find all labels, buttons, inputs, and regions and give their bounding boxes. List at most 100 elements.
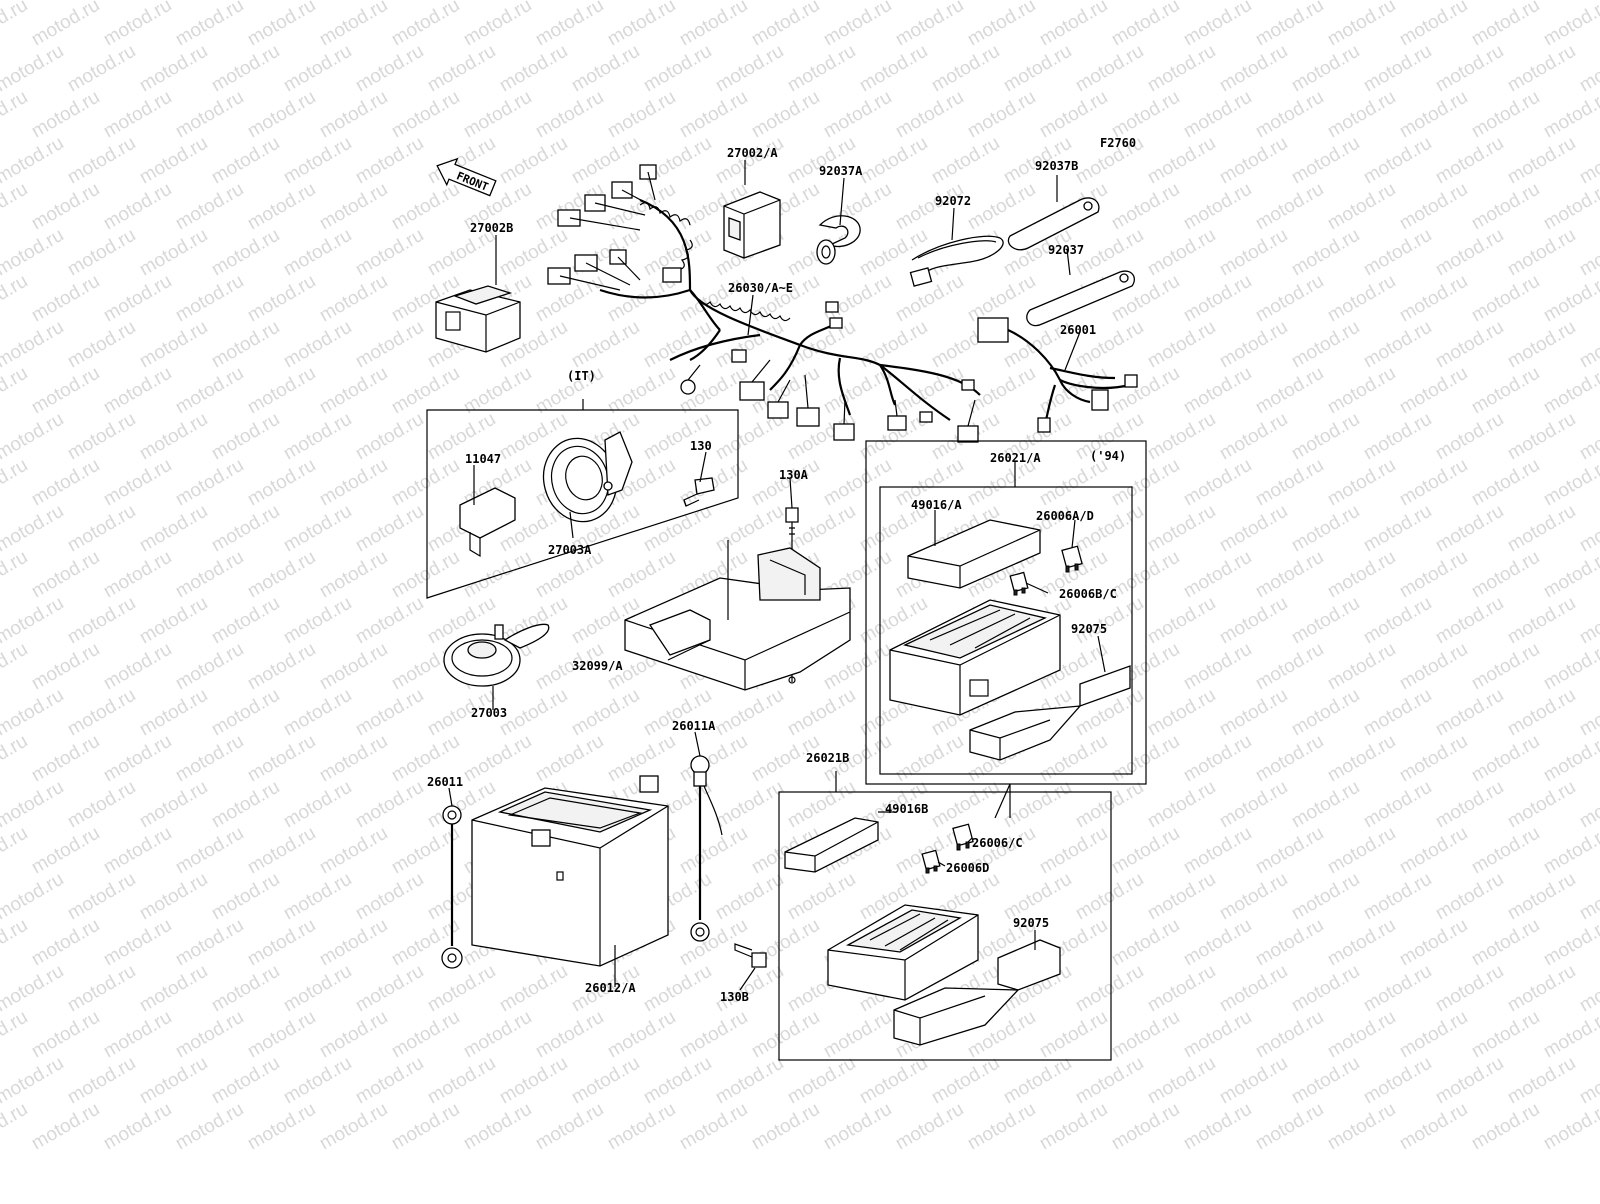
watermark-text: motod.ru [172,455,247,511]
watermark-text: motod.ru [1540,731,1600,787]
watermark-text: motod.ru [1144,1053,1219,1109]
watermark-text: motod.ru [136,593,211,649]
watermark-text: motod.ru [64,1053,139,1109]
watermark-text: motod.ru [172,0,247,50]
watermark-text: motod.ru [1360,317,1435,373]
watermark-text: motod.ru [208,133,283,189]
label-32099a: 32099/A [572,659,623,673]
watermark-text: motod.ru [1252,639,1327,695]
watermark-text: motod.ru [784,133,859,189]
watermark-text: motod.ru [0,271,31,327]
watermark-text: motod.ru [1216,777,1291,833]
watermark-text: motod.ru [1324,547,1399,603]
watermark-text: motod.ru [1396,823,1471,879]
watermark-text: motod.ru [1468,547,1543,603]
watermark-text: motod.ru [244,179,319,235]
watermark-text: motod.ru [0,961,67,1017]
watermark-text: motod.ru [0,317,67,373]
watermark-text: motod.ru [316,915,391,971]
watermark-text: motod.ru [1324,179,1399,235]
watermark-text: motod.ru [1180,271,1255,327]
watermark-text: motod.ru [1432,41,1507,97]
watermark-text: motod.ru [352,0,427,4]
watermark-text: motod.ru [172,87,247,143]
watermark-text: motod.ru [388,547,463,603]
watermark-text: motod.ru [1180,547,1255,603]
watermark-text: motod.ru [568,41,643,97]
watermark-text: motod.ru [352,317,427,373]
watermark-text: motod.ru [244,1099,319,1155]
watermark-text: motod.ru [0,133,67,189]
watermark-text: motod.ru [316,1007,391,1063]
watermark-text: motod.ru [1504,0,1579,4]
cable-26011a [690,755,723,942]
watermark-text: motod.ru [64,0,139,4]
watermark-text: motod.ru [64,961,139,1017]
watermark-text: motod.ru [1576,225,1600,281]
watermark-text: motod.ru [964,0,1039,50]
watermark-text: motod.ru [244,87,319,143]
watermark-text: motod.ru [100,1007,175,1063]
watermark-text: motod.ru [1432,133,1507,189]
watermark-text: motod.ru [460,731,535,787]
watermark-text: motod.ru [1360,225,1435,281]
watermark-text: motod.ru [820,1099,895,1155]
watermark-text: motod.ru [280,409,355,465]
label-92072: 92072 [935,194,971,208]
watermark-text: motod.ru [1180,455,1255,511]
leader-lines [448,160,1106,991]
label-130: 130 [690,439,712,453]
watermark-text: motod.ru [892,731,967,787]
watermark-text: motod.ru [712,777,787,833]
watermark-text: motod.ru [784,1053,859,1109]
watermark-text: motod.ru [640,1053,715,1109]
watermark-text: motod.ru [1504,225,1579,281]
group-94-box [865,440,1147,819]
watermark-text: motod.ru [820,455,895,511]
part-labels: 27002/A 92037A 92072 92037B 92037 27002B… [427,146,1126,1004]
watermark-text: motod.ru [136,225,211,281]
watermark-text: motod.ru [1432,869,1507,925]
watermark-text: motod.ru [280,133,355,189]
watermark-text: motod.ru [316,271,391,327]
watermark-text: motod.ru [1000,777,1075,833]
watermark-text: motod.ru [0,455,31,511]
watermark-text: motod.ru [784,0,859,4]
watermark-text: motod.ru [1324,823,1399,879]
label-27002b: 27002B [470,221,513,235]
watermark-text: motod.ru [712,685,787,741]
watermark-text: motod.ru [1432,501,1507,557]
watermark-text: motod.ru [1288,225,1363,281]
watermark-text: motod.ru [100,455,175,511]
watermark-text: motod.ru [1324,87,1399,143]
watermark-text: motod.ru [1324,731,1399,787]
watermark-text: motod.ru [1432,685,1507,741]
watermark-text: motod.ru [820,1007,895,1063]
label-92037b: 92037B [1035,159,1078,173]
watermark-text: motod.ru [28,547,103,603]
watermark-text: motod.ru [1072,961,1147,1017]
watermark-text: motod.ru [568,685,643,741]
watermark-text: motod.ru [0,777,67,833]
watermark-text: motod.ru [1216,0,1291,4]
watermark-text: motod.ru [1540,1007,1600,1063]
watermark-text: motod.ru [1216,409,1291,465]
label-group-it: (IT) [567,369,596,383]
watermark-text: motod.ru [136,869,211,925]
watermark-text: motod.ru [748,1007,823,1063]
bolt-130b [734,943,767,968]
watermark-text: motod.ru [1324,1007,1399,1063]
watermark-text: motod.ru [496,133,571,189]
watermark-text: motod.ru [1576,777,1600,833]
watermark-text: motod.ru [1000,0,1075,4]
watermark-text: motod.ru [856,133,931,189]
watermark-text: motod.ru [1108,0,1183,50]
watermark-text: motod.ru [316,1099,391,1155]
watermark-text: motod.ru [208,225,283,281]
label-26011a: 26011A [672,719,716,733]
watermark-text: motod.ru [1540,547,1600,603]
watermark-text: motod.ru [28,455,103,511]
watermark-text: motod.ru [1468,1007,1543,1063]
watermark-text: motod.ru [0,731,31,787]
watermark-text: motod.ru [1396,1007,1471,1063]
